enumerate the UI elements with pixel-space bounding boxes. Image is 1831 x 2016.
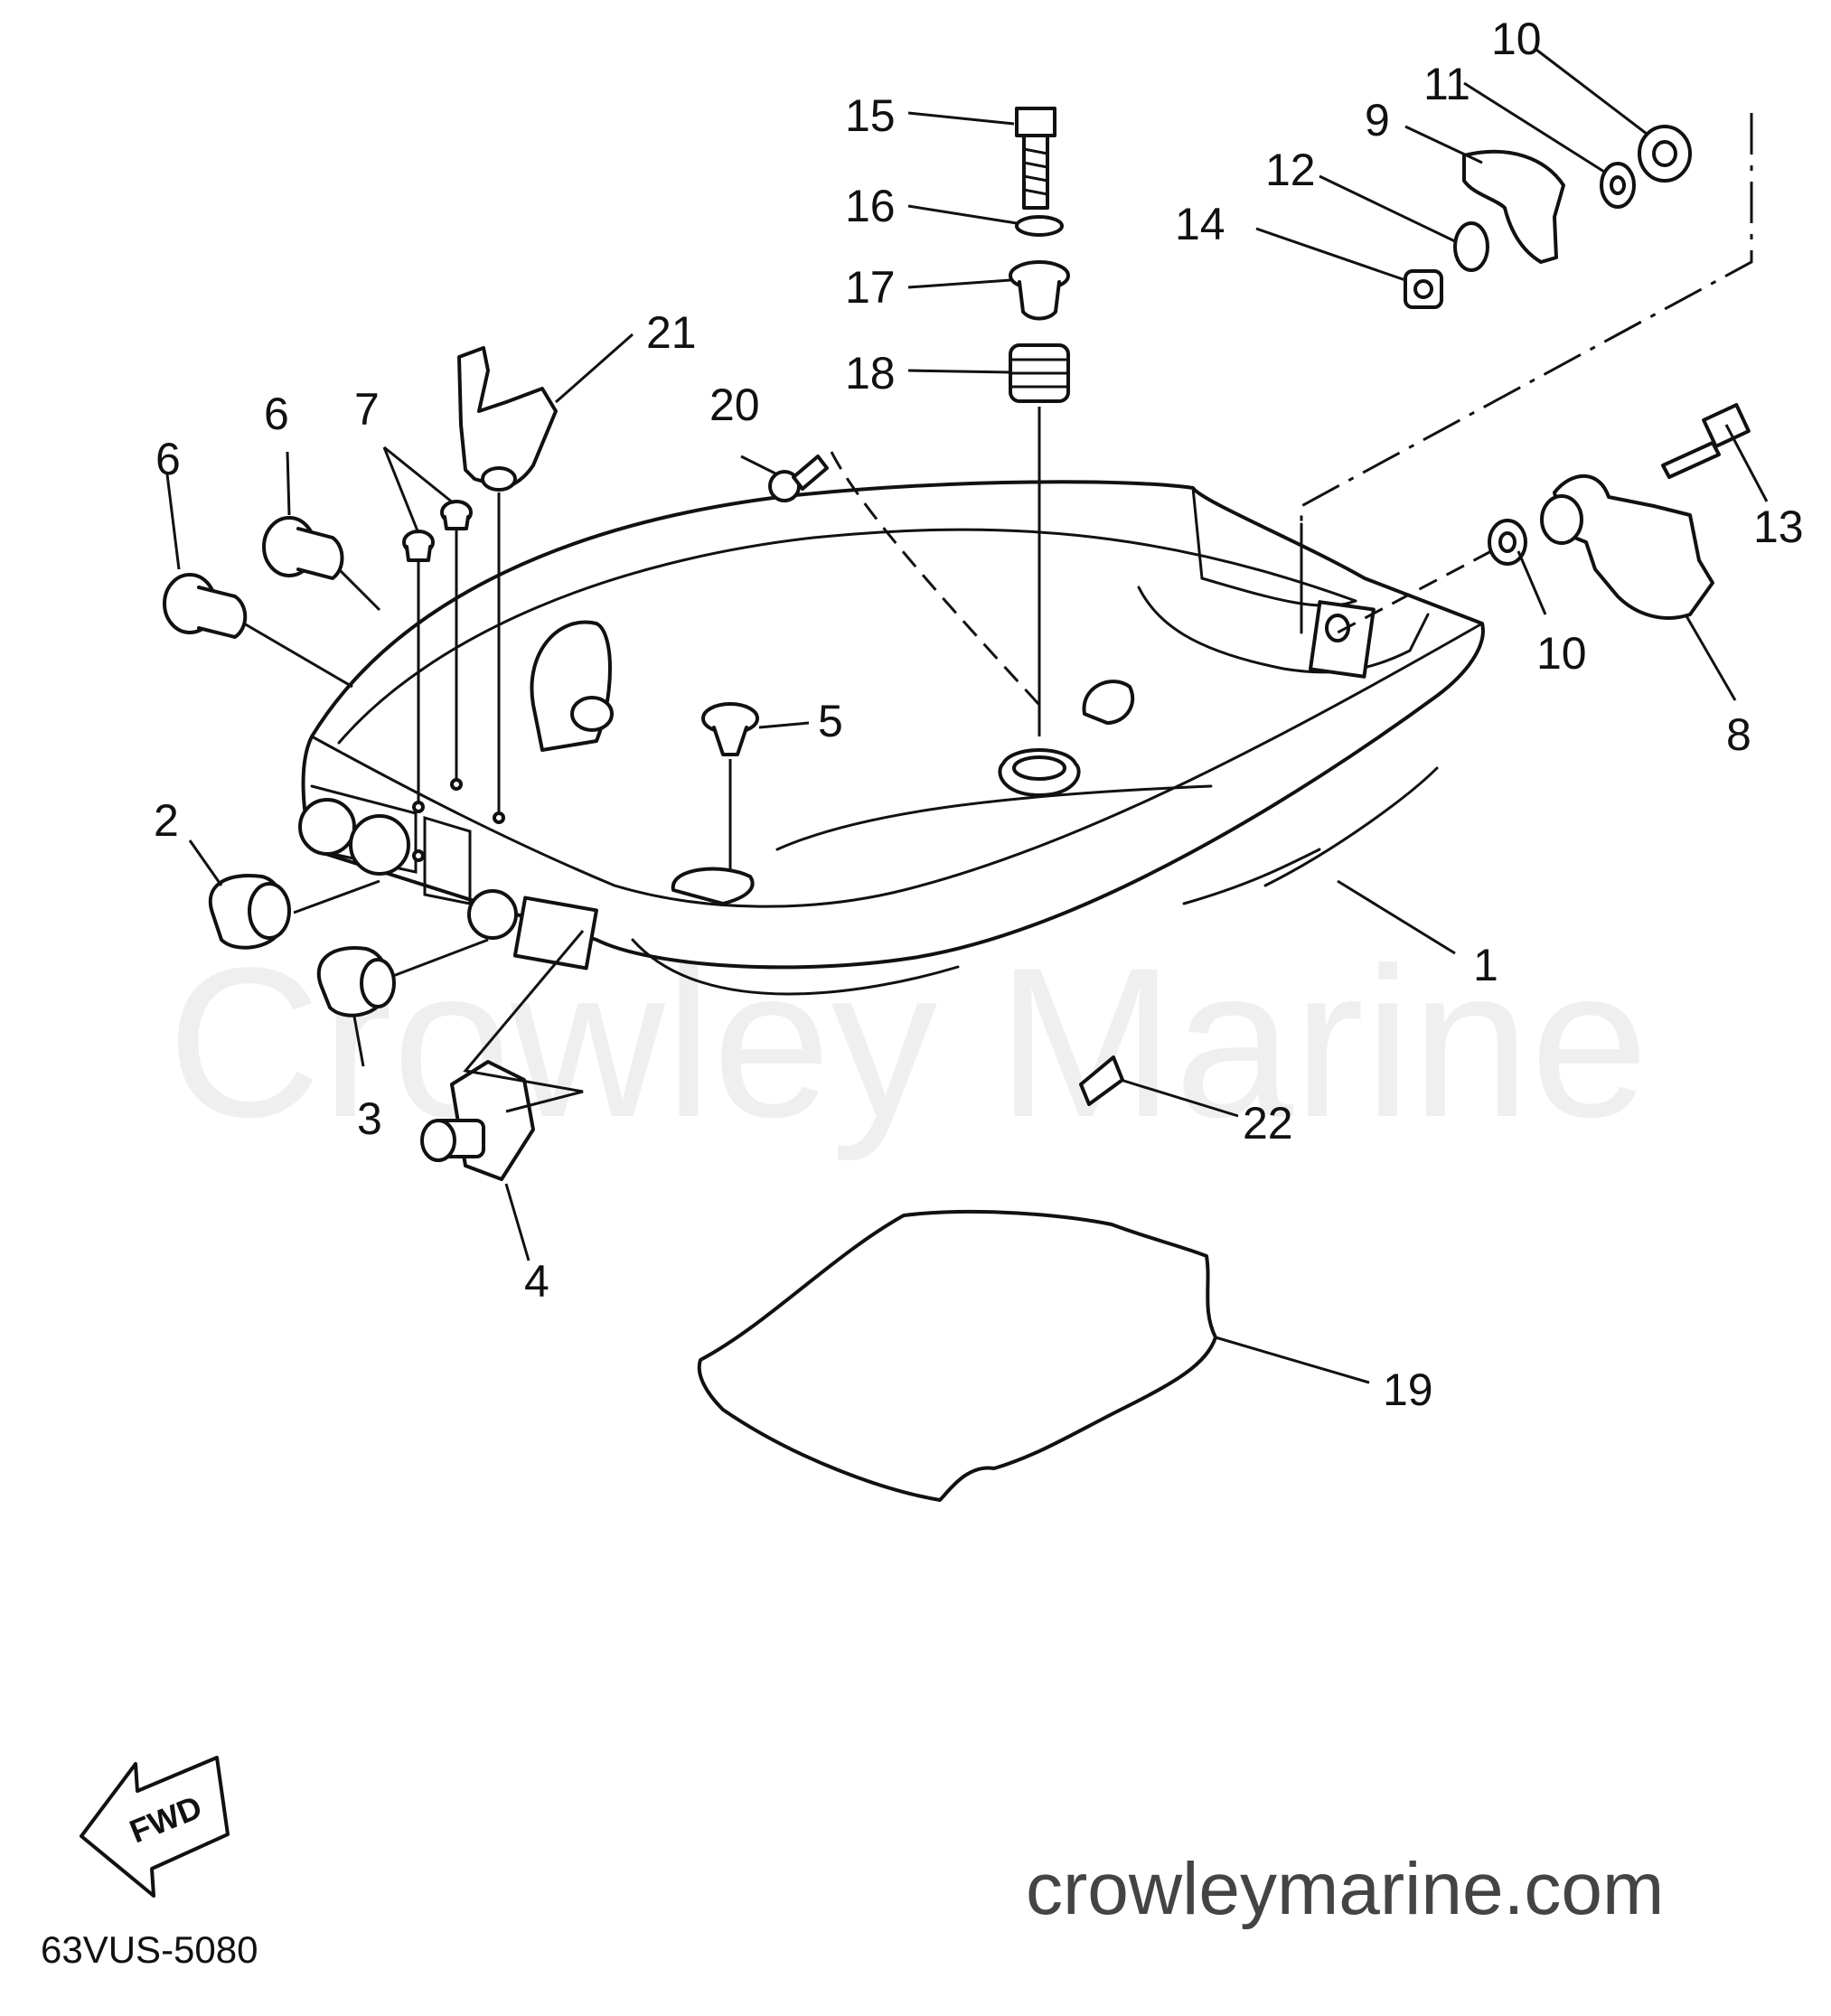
- site-url: crowleymarine.com: [1026, 1848, 1664, 1930]
- leader-lines: [165, 48, 1769, 1384]
- pin-7b: [440, 500, 473, 530]
- gasket-seal: [697, 1209, 1217, 1502]
- screw-20: [768, 455, 829, 502]
- callout-9: 9: [1365, 95, 1390, 145]
- callout-19: 19: [1383, 1364, 1433, 1415]
- diagram-code: 63VUS-5080: [41, 1928, 258, 1971]
- callout-8: 8: [1726, 709, 1751, 760]
- grommet-18: [1009, 343, 1070, 403]
- bottom-cowling: [298, 480, 1485, 996]
- callout-10-top: 10: [1491, 14, 1542, 64]
- bolt-15: [1015, 107, 1056, 210]
- callout-15: 15: [845, 90, 896, 141]
- callout-3: 3: [357, 1093, 382, 1144]
- washer-16: [1015, 215, 1064, 237]
- callout-6b: 6: [264, 389, 289, 439]
- callout-5: 5: [818, 696, 843, 746]
- collar-17: [1009, 260, 1070, 321]
- callout-6a: 6: [155, 434, 181, 484]
- pin-7a: [402, 530, 435, 562]
- nut-10-upper: [1638, 125, 1692, 183]
- callout-7: 7: [354, 384, 380, 435]
- nut-14: [1404, 269, 1443, 309]
- callout-18: 18: [845, 348, 896, 399]
- watermark-text: Crowley Marine: [167, 924, 1648, 1162]
- bracket-9: [1462, 149, 1565, 264]
- label-22: [1079, 1055, 1124, 1106]
- fwd-arrow-icon: FWD: [80, 1756, 230, 1898]
- grommet-6b: [262, 516, 344, 580]
- callout-22: 22: [1243, 1098, 1293, 1149]
- callout-21: 21: [646, 307, 697, 358]
- washer-11: [1600, 162, 1636, 209]
- nut-10-lower: [1488, 519, 1527, 566]
- callout-4: 4: [524, 1256, 549, 1307]
- grommet-6a: [163, 573, 248, 639]
- plug-5: [701, 702, 759, 756]
- callout-10-lower: 10: [1536, 628, 1587, 679]
- callout-13: 13: [1753, 502, 1804, 552]
- washer-12: [1453, 221, 1489, 272]
- callout-16: 16: [845, 181, 896, 231]
- clip-21: [457, 346, 558, 490]
- callout-11: 11: [1423, 59, 1470, 109]
- callout-14: 14: [1175, 199, 1225, 249]
- switch-4: [420, 1060, 535, 1181]
- callout-17: 17: [845, 262, 896, 313]
- bracket-8: [1553, 474, 1714, 620]
- callout-12: 12: [1265, 145, 1316, 195]
- callout-2: 2: [154, 795, 179, 846]
- callout-20: 20: [709, 380, 760, 430]
- callout-numbers: 1 2 3 4 5 6 6 7 8 9 10 10 11 12 13 14 15…: [154, 14, 1804, 1415]
- callout-1: 1: [1473, 940, 1498, 990]
